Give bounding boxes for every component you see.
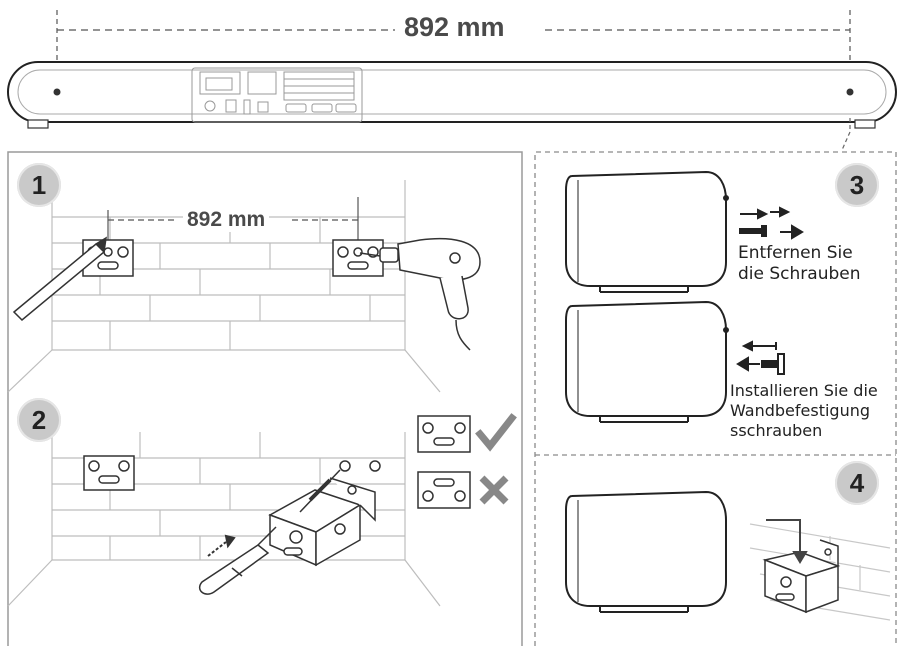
dimension-line-top [56,10,851,92]
top-dimension-label: 892 mm [398,12,511,43]
pencil-icon [12,236,107,322]
screwdriver-icon [198,526,277,595]
step3-speaker-end-top [565,170,729,293]
soundbar-body [7,61,897,151]
install-screws-icon [736,340,785,375]
install-screws-caption: Installieren Sie die Wandbefestigung ssc… [730,381,898,441]
push-arrow-icon [207,534,236,557]
mount-down-arrow-icon [766,519,808,564]
step1-badge: 1 [17,163,61,207]
soundbar-overview [7,10,897,151]
bracket-correct-orientation [417,415,471,453]
step4-u-bracket [762,539,841,614]
step3-badge: 3 [835,163,879,207]
cross-mark-icon [479,475,509,505]
remove-screws-caption: Entfernen Sie die Schrauben [738,243,888,285]
step1-dimension-label: 892 mm [183,208,270,232]
soundbar-screw-hole-right [846,88,854,96]
step4-badge: 4 [835,461,879,505]
remove-caption-line1: Entfernen Sie [738,243,853,263]
connector-panel [191,67,363,123]
bracket-wrong-orientation [417,471,471,509]
check-mark-icon [475,413,517,452]
install-caption-line1: Installieren Sie die [730,381,878,400]
step2-badge: 2 [17,398,61,442]
install-caption-line2: Wandbefestigung [730,401,871,420]
step2-u-bracket [268,477,376,567]
install-caption-line3: sschrauben [730,421,823,440]
soundbar-screw-hole-left [53,88,61,96]
remove-caption-line2: die Schrauben [738,264,861,284]
step4-speaker-end [565,490,727,613]
step3-speaker-end-bottom [565,300,729,423]
remove-screws-icon [739,206,804,240]
step2-screws [299,469,341,513]
step2-bracket-wall [83,455,135,491]
drill-icon [359,237,481,351]
